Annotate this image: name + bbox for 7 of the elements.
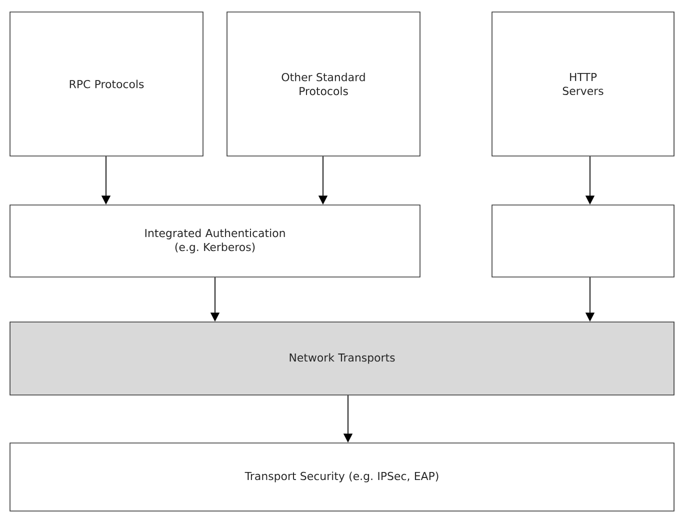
authentication-box: Integrated Authentication (e.g. Kerberos): [10, 204, 420, 278]
empty-box: [492, 204, 674, 278]
protocol-box: Other Standard Protocols: [226, 12, 420, 156]
transport-band: Network Transports: [10, 322, 674, 396]
security-band: Transport Security (e.g. IPSec, EAP): [10, 442, 674, 512]
protocol-box: RPC Protocols: [10, 12, 204, 156]
server-box: HTTP Servers: [492, 12, 674, 156]
